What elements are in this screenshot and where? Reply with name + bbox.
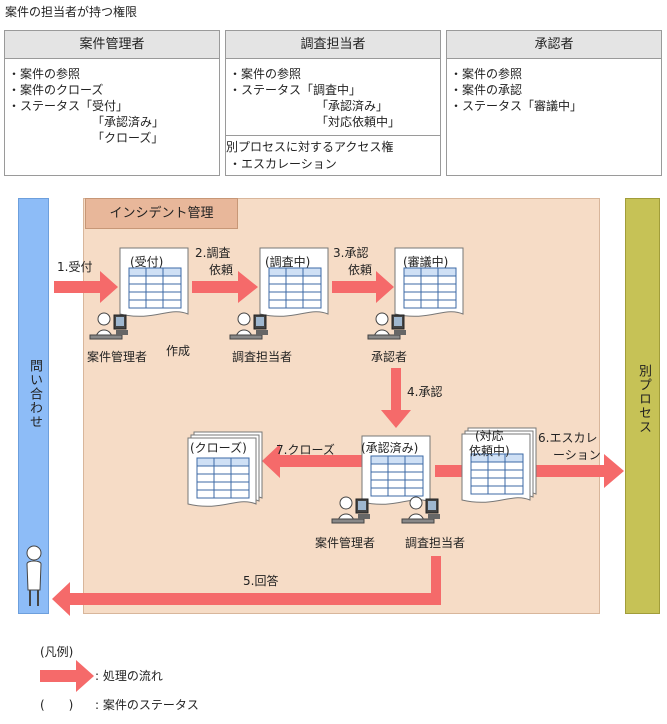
- role-line: ・案件の参照: [8, 67, 81, 81]
- legend-arrow: [40, 660, 94, 692]
- user-approver-icon: [367, 312, 407, 340]
- arrow-answer: [52, 556, 441, 616]
- divider: [226, 135, 440, 136]
- step-2-label-2: 依頼: [209, 263, 234, 277]
- lane-other-process: 別プロセス: [625, 198, 660, 614]
- user-investigator-icon: [229, 312, 269, 340]
- actor-investigator2-label: 調査担当者: [405, 536, 466, 550]
- actor-approver-label: 承認者: [371, 350, 408, 364]
- role-line: ・案件の参照: [229, 67, 302, 81]
- step-7-label: 7.クローズ: [276, 443, 335, 457]
- step-5-label: 5.回答: [243, 574, 279, 588]
- role-line: 「対応依頼中」: [316, 115, 401, 129]
- role-line: ・エスカレーション: [229, 157, 337, 171]
- status-closed: (クローズ): [190, 441, 247, 455]
- status-reviewing: (審議中): [403, 255, 449, 269]
- actor-created-label: 作成: [166, 344, 191, 358]
- arrow-close: [262, 444, 362, 478]
- status-received: (受付): [130, 255, 164, 269]
- user-manager2-icon: [331, 496, 371, 524]
- status-investigating: (調査中): [265, 255, 311, 269]
- actor-manager-label: 案件管理者: [87, 350, 148, 364]
- step-3-label-2: 依頼: [348, 263, 373, 277]
- legend-status-label: : 案件のステータス: [95, 698, 199, 712]
- role-line: ・案件の参照: [450, 67, 523, 81]
- step-3-label-1: 3.承認: [333, 246, 369, 260]
- area-title: インシデント管理: [85, 198, 238, 229]
- status-request-pending-1: (対応: [475, 429, 504, 443]
- arrow-approve-request: [332, 271, 394, 303]
- role-line: ・ステータス「受付」: [8, 99, 129, 113]
- inquirer-icon: [26, 545, 42, 606]
- legend-flow-label: : 処理の流れ: [95, 669, 163, 683]
- step-6-label-1: 6.エスカレ: [538, 431, 598, 445]
- page-title: 案件の担当者が持つ権限: [5, 5, 138, 19]
- arrow-approve: [381, 368, 411, 428]
- lane-other-process-label: 別プロセス: [636, 364, 651, 434]
- role-body-manager: ・案件の参照 ・案件のクローズ ・ステータス「受付」 「承認済み」 「クローズ」: [4, 58, 220, 176]
- role-line: ・案件の承認: [450, 83, 523, 97]
- arrow-investigate-request: [192, 271, 258, 303]
- arrow-receive: [54, 271, 118, 303]
- actor-investigator-label: 調査担当者: [232, 350, 293, 364]
- step-2-label-1: 2.調査: [195, 246, 231, 260]
- role-line: 「承認済み」: [316, 99, 389, 113]
- role-line: ・ステータス「調査中」: [229, 83, 362, 97]
- step-6-label-2: ーション: [553, 448, 601, 462]
- role-name-investigator: 調査担当者: [225, 30, 441, 59]
- lane-inquiry-label: 問い合わせ: [27, 359, 42, 429]
- step-4-label: 4.承認: [407, 385, 443, 399]
- legend-status-paren: ( ): [40, 698, 74, 712]
- role-line: 「承認済み」: [92, 115, 165, 129]
- role-line: ・案件のクローズ: [8, 83, 104, 97]
- user-manager-icon: [89, 312, 129, 340]
- status-request-pending-2: 依頼中): [469, 444, 510, 458]
- role-body-approver: ・案件の参照 ・案件の承認 ・ステータス「審議中」: [446, 58, 662, 176]
- role-body-investigator: ・案件の参照 ・ステータス「調査中」 「承認済み」 「対応依頼中」 別プロセスに…: [225, 58, 441, 176]
- role-line: ・ステータス「審議中」: [450, 99, 583, 113]
- lane-inquiry: 問い合わせ: [18, 198, 49, 614]
- legend-title: (凡例): [40, 645, 74, 659]
- step-1-label: 1.受付: [57, 260, 93, 274]
- role-line: 別プロセスに対するアクセス権: [226, 140, 394, 154]
- status-approved: (承認済み): [361, 441, 419, 455]
- role-line: 「クローズ」: [92, 131, 164, 145]
- actor-manager2-label: 案件管理者: [315, 536, 376, 550]
